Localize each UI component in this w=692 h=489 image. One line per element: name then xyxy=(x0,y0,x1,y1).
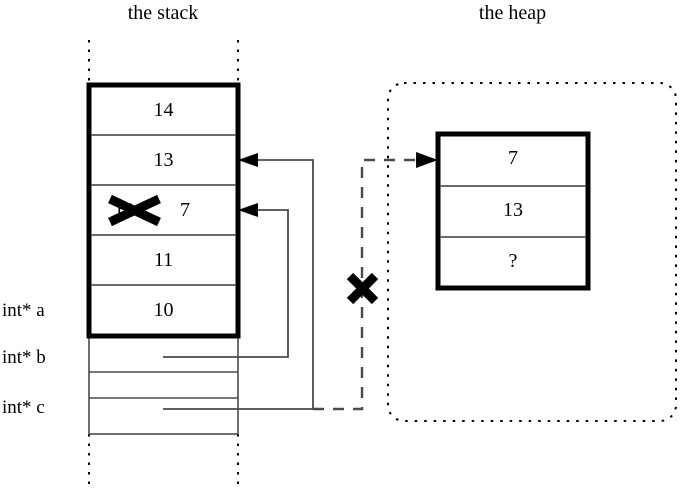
stack-cell-13: 13 xyxy=(153,149,174,171)
stack-var-label-a: int* a xyxy=(2,300,45,321)
heap-cell-13: 13 xyxy=(503,199,523,221)
heap-title: the heap xyxy=(478,2,547,24)
heap-region-boundary xyxy=(387,82,677,422)
stack-cell-struck-old-value: 12 xyxy=(114,199,134,221)
stack-var-label-b: int* b xyxy=(2,347,46,368)
stack-locals-box xyxy=(88,335,239,435)
stale-heap-pointer-arrowhead xyxy=(416,152,438,168)
stack-frame-box xyxy=(86,82,241,339)
heap-block-box xyxy=(435,131,591,291)
stack-cell-12-7: 7 xyxy=(180,199,190,221)
invalid-pointer-x-icon xyxy=(346,272,379,305)
pointer-b-arrowhead xyxy=(238,203,258,217)
stack-title: the stack xyxy=(127,2,199,24)
heap-cell-unknown: ? xyxy=(508,250,518,272)
stack-cell-14: 14 xyxy=(153,99,174,121)
stack-cell-11: 11 xyxy=(153,249,174,271)
pointer-c-arrowhead xyxy=(238,153,258,167)
heap-cell-7: 7 xyxy=(508,147,518,169)
stale-heap-pointer-connector xyxy=(313,158,425,411)
stack-cell-10: 10 xyxy=(153,299,174,321)
pointer-b-connector xyxy=(163,209,289,358)
stack-var-label-c: int* c xyxy=(2,397,45,418)
struck-value-x-icon xyxy=(108,194,161,227)
pointer-c-connector xyxy=(163,159,314,410)
